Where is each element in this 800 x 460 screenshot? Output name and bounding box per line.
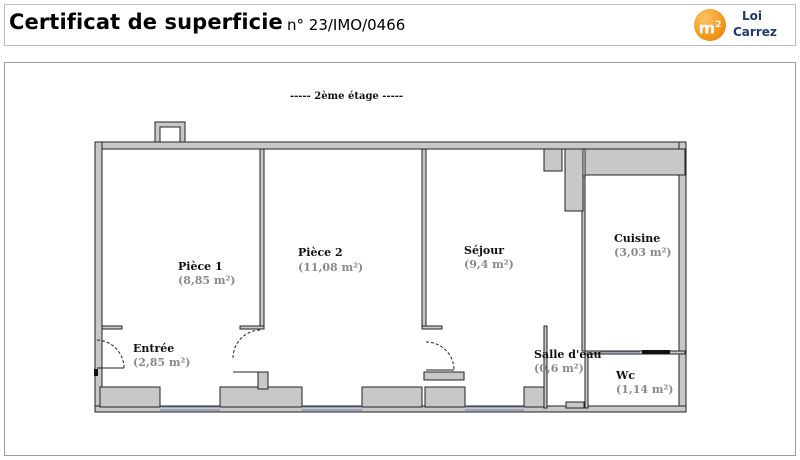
m2-logo-icon: m2: [694, 9, 726, 41]
step-block-1: [257, 371, 269, 390]
logo-superscript: 2: [715, 20, 722, 30]
door-piece2: [232, 329, 262, 359]
room-piece-1-area: (8,85 m²): [178, 274, 236, 287]
room-salle-eau-name: Salle d'eau: [534, 348, 602, 361]
page-title: Certificat de superficie: [9, 10, 283, 34]
certificate-header: [4, 4, 796, 46]
bottom-block-2: [219, 386, 303, 408]
kitchen-block-3: [584, 148, 686, 176]
room-cuisine-area: (3,03 m²): [614, 246, 672, 259]
wall-top-left: [94, 141, 686, 150]
room-entree-area: (2,85 m²): [133, 356, 191, 369]
wc-window: [642, 350, 670, 354]
floor-label: ----- 2ème étage -----: [290, 91, 404, 102]
wall-salle-eau: [543, 325, 548, 409]
room-piece-1-name: Pièce 1: [178, 260, 223, 273]
bottom-block-5: [523, 386, 545, 408]
floor-plan-frame: [4, 62, 796, 456]
door-entree: [96, 339, 125, 369]
kitchen-block-2: [564, 148, 584, 212]
chimney: [154, 121, 186, 143]
logo-symbol: m: [698, 18, 716, 38]
step-block-2: [423, 371, 465, 381]
entree-door-jamb: [94, 369, 98, 376]
wall-piece2-sejour: [421, 148, 427, 330]
room-wc-area: (1,14 m²): [616, 383, 674, 396]
logo-line-1: Loi: [741, 9, 762, 23]
certificate-number: n° 23/IMO/0466: [287, 16, 406, 34]
room-cuisine-name: Cuisine: [614, 232, 661, 245]
wall-stub-piece1: [239, 325, 265, 330]
room-wc-name: Wc: [616, 369, 636, 382]
room-salle-eau-area: (0,6 m²): [534, 362, 584, 375]
bottom-block-3: [361, 386, 423, 408]
kitchen-block-1: [543, 148, 563, 172]
wall-stub-piece2: [421, 325, 443, 330]
wall-piece1-piece2: [259, 148, 265, 330]
bottom-block-4: [424, 386, 466, 408]
bottom-block-1: [99, 386, 161, 408]
room-sejour-area: (9,4 m²): [464, 258, 514, 271]
loi-carrez-logo-text: Loi Carrez: [733, 8, 777, 40]
door-sejour: [425, 341, 455, 371]
wall-wc-left: [584, 353, 589, 409]
wall-right: [678, 141, 687, 413]
room-piece-2-area: (11,08 m²): [298, 261, 364, 274]
room-entree-name: Entrée: [133, 342, 175, 355]
room-sejour-name: Séjour: [464, 244, 505, 257]
wall-entree-top: [101, 325, 123, 330]
bottom-block-6: [565, 401, 585, 409]
room-piece-2-name: Pièce 2: [298, 246, 343, 259]
logo-line-2: Carrez: [733, 25, 777, 39]
